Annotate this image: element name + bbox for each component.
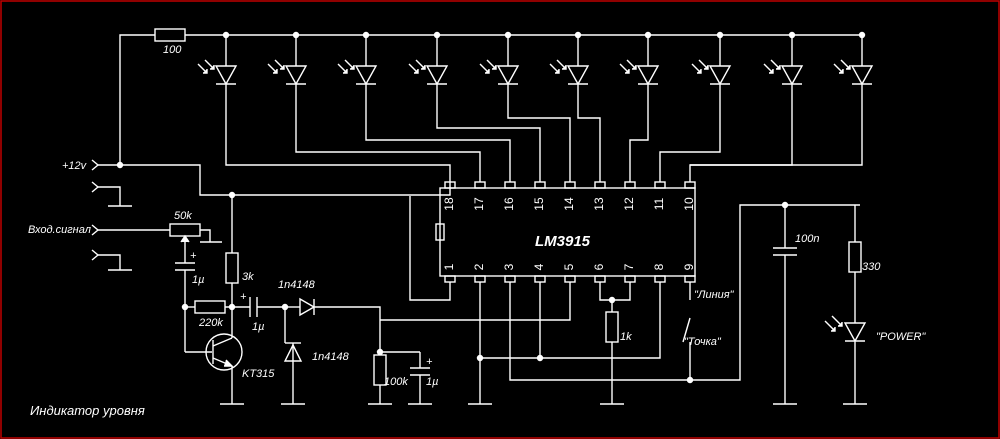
input-label: Вход.сигнал [28,224,91,236]
top-rail [119,34,865,165]
pin-label-15: 15 [532,197,546,211]
led-4 [408,31,541,182]
pin-13 [594,181,606,189]
power-label: "POWER" [876,331,926,343]
led-2 [267,31,481,182]
pin-11 [654,181,666,189]
ground-terminal-1 [91,181,132,207]
pin-label-3: 3 [502,263,516,270]
transistor-kt315: KT315 [205,333,275,405]
pin-label-16: 16 [502,197,516,211]
pin1-wire [409,196,451,301]
led-1 [197,31,451,182]
pin-label-5: 5 [562,263,576,270]
pin-label-17: 17 [472,197,486,211]
pin-label-4: 4 [532,263,546,270]
potentiometer-50k: 50k [169,210,222,255]
resistor-100-label: 100 [163,44,182,56]
cap-filter-label: 1µ [426,376,438,388]
pin-9 [684,275,696,283]
capacitor-input: + 1µ [175,250,204,307]
pin-label-9: 9 [682,263,696,270]
cap-input-plus: + [190,250,197,262]
cap-input-label: 1µ [192,274,204,286]
pin-1 [444,275,456,283]
led-bar [197,31,874,182]
page-title: Индикатор уровня [30,403,145,418]
diode-upper: 1n4148 [278,279,381,352]
diode-upper-label: 1n4148 [278,279,316,291]
power-led-rays [824,315,843,332]
pin-label-6: 6 [592,263,606,270]
cap-100n-label: 100n [795,233,819,245]
chip-label: LM3915 [535,233,591,250]
pin-label-1: 1 [442,263,456,270]
pin-16 [504,181,516,189]
pin-label-13: 13 [592,197,606,211]
pin-8 [654,275,666,283]
capacitor-100n: 100n [773,201,819,405]
pin3-wire [509,204,860,381]
pin-5 [564,275,576,283]
pin-label-12: 12 [622,197,636,211]
pin-label-8: 8 [652,263,666,270]
supply-label: +12v [62,160,88,172]
pot-label: 50k [174,210,192,222]
pin-4 [534,275,546,283]
pin-label-2: 2 [472,263,486,270]
pin8-wire [540,282,661,359]
resistor-3k-label: 3k [242,271,254,283]
pin-label-11: 11 [652,197,666,210]
pin-label-7: 7 [622,263,636,270]
capacitor-filter: + 1µ [408,352,438,405]
pin-6 [594,275,606,283]
resistor-100: 100 [154,28,186,56]
pin-2 [474,275,486,283]
led-5 [479,31,571,182]
pin-15 [534,181,546,189]
led-8 [659,31,732,182]
resistor-1k: 1k [599,282,632,405]
diode-lower: 1n4148 [281,307,350,405]
resistor-220k-label: 220k [198,317,223,329]
supply-input: +12v [62,159,451,196]
pin-label-18: 18 [442,197,456,211]
pin-10 [684,181,696,189]
signal-input: Вход.сигнал [28,224,170,236]
pin-label-14: 14 [562,197,576,211]
mode-switch: "Линия" "Точка" [682,282,735,384]
capacitor-coupling: + 1µ [240,291,285,333]
transistor-label: KT315 [242,368,275,380]
led-10 [690,31,874,166]
diode-lower-label: 1n4148 [312,351,350,363]
cap-filter-plus: + [426,356,433,368]
power-indicator: 330 "POWER" [824,205,926,405]
pin-14 [564,181,576,189]
pin-3 [504,275,516,283]
pin-17 [474,181,486,189]
resistor-1k-label: 1k [620,331,632,343]
led-7 [619,31,660,182]
resistor-3k: 3k [225,191,254,338]
mode-dot-label: "Точка" [684,336,722,348]
led-9 [689,31,804,182]
pin-7 [624,275,636,283]
ground-terminal-2 [91,249,132,271]
signal-wire-pin5 [380,282,571,321]
led-6 [549,31,601,182]
resistor-330-label: 330 [862,261,881,273]
cap-coupling-plus: + [240,291,247,303]
pin-12 [624,181,636,189]
mode-line-label: "Линия" [694,289,735,301]
resistor-100k-label: 100k [384,376,408,388]
pin-label-10: 10 [682,197,696,211]
resistor-100k: 100k [368,348,420,405]
cap-coupling-label: 1µ [252,321,264,333]
led-3 [337,31,511,182]
